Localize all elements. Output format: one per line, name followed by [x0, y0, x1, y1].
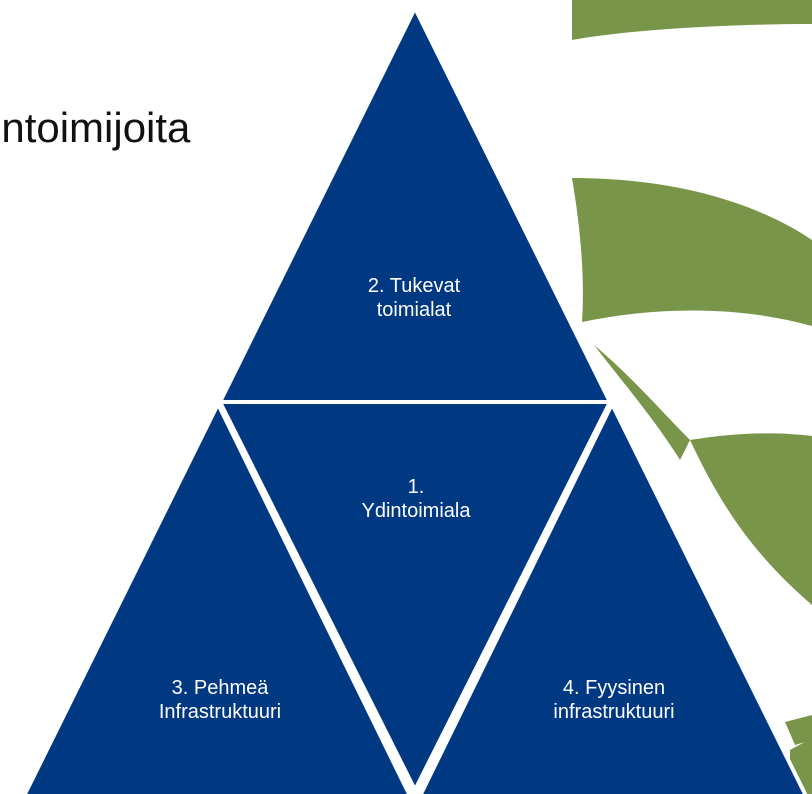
green-leaf-top [572, 0, 812, 40]
triangle-left-label-line1: 3. Pehmeä [171, 677, 269, 699]
triangle-center-label-line2: Ydintoimiala [361, 500, 471, 522]
triangle-left-label-line2: Infrastruktuuri [158, 701, 282, 723]
triangle-right-label-line1: 4. Fyysinen [562, 677, 666, 699]
triangle-center-label: 1. Ydintoimiala [316, 475, 516, 523]
triangle-left-label: 3. Pehmeä Infrastruktuuri [120, 676, 320, 724]
page-title: intoimijoita [0, 104, 191, 151]
triangle-top-label-line2: toimialat [376, 299, 452, 321]
decorative-green-leaves [572, 0, 812, 794]
pyramid [22, 3, 808, 794]
triangle-right-label: 4. Fyysinen infrastruktuuri [514, 676, 714, 724]
triangle-top [216, 3, 614, 404]
triangle-top-label-line1: 2. Tukevat [367, 275, 461, 297]
green-leaf-middle [572, 178, 812, 326]
green-leaf-bottom-small [785, 715, 812, 745]
green-leaf-lower [690, 433, 812, 605]
triangle-right-label-line2: infrastruktuuri [553, 701, 675, 723]
triangle-left [22, 399, 412, 794]
green-leaf-spike [594, 345, 690, 460]
triangle-right [418, 399, 808, 794]
triangle-top-label: 2. Tukevat toimialat [314, 274, 514, 322]
triangle-center-label-line1: 1. [407, 476, 425, 498]
triangle-center [216, 400, 614, 794]
